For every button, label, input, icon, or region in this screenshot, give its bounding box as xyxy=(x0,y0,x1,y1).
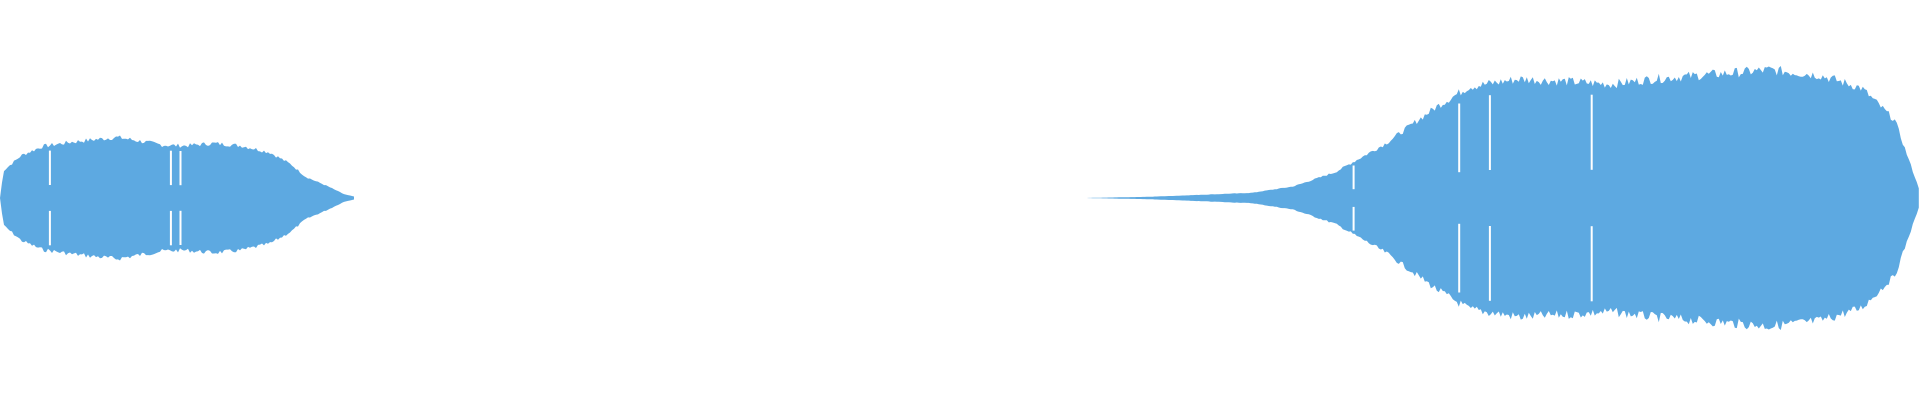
waveform-dropout-lower-segment-2-3 xyxy=(1590,226,1593,302)
waveform-dropout-segment-1-2 xyxy=(179,151,182,186)
waveform-dropout-lower-segment-1-0 xyxy=(48,210,51,246)
waveform-dropout-lower-segment-2-2 xyxy=(1488,226,1491,301)
waveform-dropout-segment-2-1 xyxy=(1458,103,1461,173)
waveform-dropout-segment-2-3 xyxy=(1590,94,1593,170)
waveform-dropout-segment-2-2 xyxy=(1488,95,1491,170)
waveform-group xyxy=(0,66,1919,330)
waveform-dropout-segment-1-1 xyxy=(169,150,172,186)
waveform-dropout-lower-segment-2-1 xyxy=(1458,223,1461,293)
waveform-dropout-segment-2-0 xyxy=(1352,165,1355,190)
waveform-dropout-lower-segment-1-2 xyxy=(179,210,182,245)
waveform-dropout-segment-1-0 xyxy=(48,150,51,185)
waveform-envelope-segment-1 xyxy=(0,135,354,261)
waveform-dropout-lower-segment-1-1 xyxy=(169,210,172,246)
waveform-envelope-segment-2 xyxy=(1084,66,1919,330)
waveform-dropout-lower-segment-2-0 xyxy=(1352,206,1355,231)
